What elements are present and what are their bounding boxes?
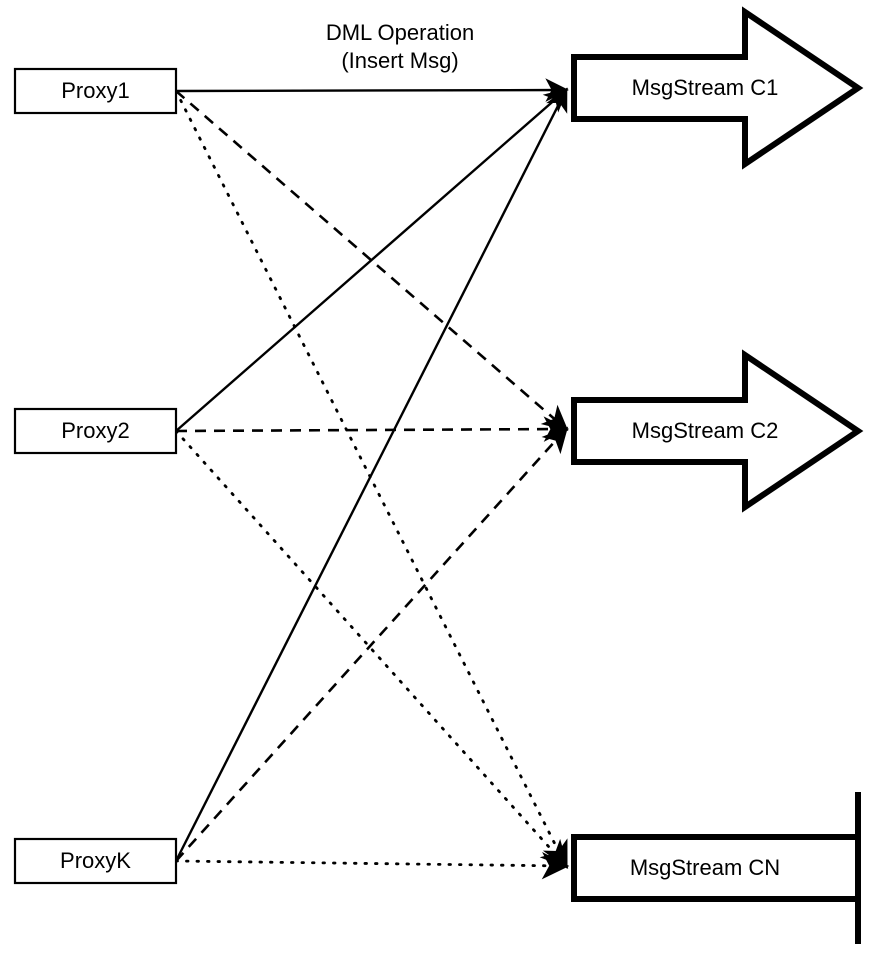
edge-label-line1: DML Operation — [326, 20, 474, 45]
proxy-label: Proxy1 — [61, 78, 129, 103]
edge-proxyK-to-stream_c1 — [174, 87, 568, 862]
proxy-node-proxy1[interactable]: Proxy1 — [13, 67, 178, 115]
msgstream-arrow-shape — [571, 349, 864, 513]
msgstream-arrow-shape — [571, 6, 864, 170]
edge-proxy2-to-stream_c2 — [175, 416, 570, 442]
edge-label-dml-operation: DML Operation (Insert Msg) — [326, 20, 474, 73]
edge-proxy1-to-stream_c1 — [175, 78, 569, 102]
proxy-node-proxyK[interactable]: ProxyK — [13, 837, 178, 885]
edge-proxy1-to-stream_c2 — [175, 90, 569, 432]
proxy-label: ProxyK — [60, 848, 131, 873]
proxy-box-shape — [13, 67, 178, 115]
proxy-box-shape — [13, 837, 178, 885]
msgstream-label: MsgStream CN — [630, 855, 780, 880]
edge-proxy2-to-stream_c1 — [175, 88, 569, 432]
edge-proxy2-to-stream_cn — [174, 429, 569, 869]
edges-layer — [174, 78, 570, 880]
msgstream-label: MsgStream C1 — [632, 75, 779, 100]
msgstream-block-stream_c1[interactable]: MsgStream C1 — [571, 6, 864, 170]
msgstream-arrow-shape — [571, 792, 861, 944]
proxy-node-proxy2[interactable]: Proxy2 — [13, 407, 178, 455]
msgstream-label: MsgStream C2 — [632, 418, 779, 443]
proxy-label: Proxy2 — [61, 418, 129, 443]
edge-proxyK-to-stream_cn — [174, 851, 570, 880]
edge-label-line2: (Insert Msg) — [341, 48, 458, 73]
edge-proxyK-to-stream_c2 — [175, 426, 569, 862]
proxy-box-shape — [13, 407, 178, 455]
streams-layer: MsgStream C1 MsgStream C2 MsgStream CN — [571, 6, 864, 944]
msgstream-block-stream_cn[interactable]: MsgStream CN — [571, 792, 861, 944]
msgstream-block-stream_c2[interactable]: MsgStream C2 — [571, 349, 864, 513]
